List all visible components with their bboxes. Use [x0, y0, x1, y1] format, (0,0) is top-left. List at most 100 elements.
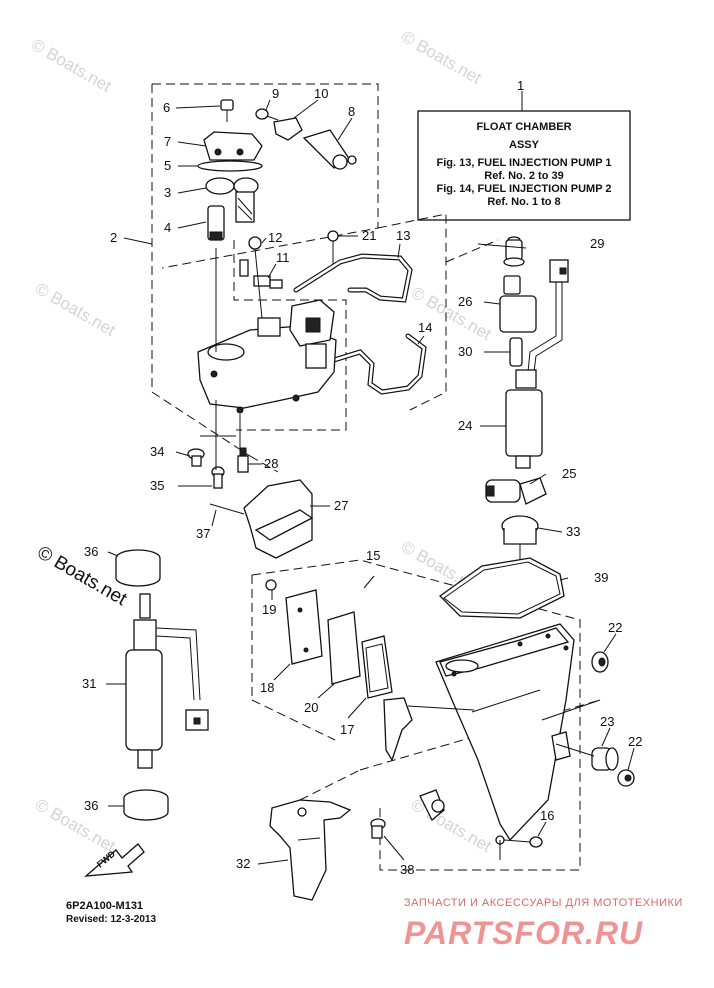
callout-22a: 22: [608, 620, 622, 635]
pump-2-parts: [438, 236, 569, 619]
screw-21: [327, 230, 339, 264]
clamp-10: [273, 117, 303, 141]
box-ref-3: Fig. 14, FUEL INJECTION PUMP 2: [436, 183, 611, 195]
callout-19: 19: [262, 602, 276, 617]
pump-24: [505, 369, 543, 469]
callout-8: 8: [348, 104, 355, 119]
callout-39: 39: [594, 570, 608, 585]
callout-36b: 36: [84, 798, 98, 813]
pump-31-parts: FWD: [84, 549, 209, 877]
callout-34: 34: [150, 444, 164, 459]
harness: [527, 259, 569, 373]
callout-18: 18: [260, 680, 274, 695]
ring-36-top: [115, 549, 161, 587]
callout-3: 3: [164, 185, 171, 200]
grommet-22-lower: [617, 769, 635, 787]
callout-21: 21: [362, 228, 376, 243]
footer: 6P2A100-M131 Revised: 12-3-2013 ЗАПЧАСТИ…: [66, 897, 683, 951]
screw-6: [220, 99, 234, 122]
box-ref-2: Ref. No. 2 to 39: [484, 170, 563, 182]
cover-27: [243, 479, 314, 559]
cover-7: [203, 131, 263, 161]
grommet-29: [503, 236, 525, 267]
screw-19: [265, 579, 277, 591]
callout-11: 11: [276, 250, 290, 265]
callout-9: 9: [272, 86, 279, 101]
lower-parts: [265, 579, 635, 901]
float-chamber-15: [383, 623, 575, 842]
callout-27: 27: [334, 498, 348, 513]
box-title-1: FLOAT CHAMBER: [476, 121, 571, 133]
damper-30: [509, 337, 523, 367]
reference-box: FLOAT CHAMBER ASSY Fig. 13, FUEL INJECTI…: [417, 91, 631, 221]
promo-logo: PARTSFOR.RU: [404, 915, 643, 951]
screw-9: [255, 108, 279, 121]
bracket-32: [269, 799, 352, 901]
holder-33: [501, 515, 539, 570]
callout-2: 2: [110, 230, 117, 245]
watermark: © Boats.net: [398, 27, 485, 88]
bolt-38: [370, 818, 386, 839]
callout-29: 29: [590, 236, 604, 251]
filter-4: [207, 205, 225, 241]
holder-11: [239, 259, 283, 289]
callout-4: 4: [164, 220, 171, 235]
watermark: © Boats.net: [32, 795, 119, 856]
callout-7: 7: [164, 134, 171, 149]
sensor-28: [237, 447, 249, 473]
callout-1: 1: [517, 78, 524, 93]
callout-10: 10: [314, 86, 328, 101]
diagram-code: 6P2A100-M131: [66, 900, 143, 912]
callout-24: 24: [458, 418, 472, 433]
bolt-34: [187, 448, 205, 467]
box-title-2: ASSY: [509, 139, 540, 151]
group-outlines: [151, 83, 601, 871]
callout-31: 31: [82, 676, 96, 691]
pin-37: [209, 503, 245, 515]
callout-38: 38: [400, 862, 414, 877]
callout-14: 14: [418, 320, 432, 335]
grommet-23: [591, 747, 619, 771]
hose-14: [331, 333, 427, 395]
revised-date: Revised: 12-3-2013: [66, 914, 156, 925]
callout-37: 37: [196, 526, 210, 541]
fwd-arrow: FWD: [84, 843, 145, 877]
callout-36a: 36: [84, 544, 98, 559]
callout-32: 32: [236, 856, 250, 871]
callouts: 1 2 3 4 5 6 7 8 9 10 11 12 13 14 15 16 1…: [82, 78, 642, 877]
callout-12: 12: [268, 230, 282, 245]
bolt-35: [211, 466, 225, 489]
watermark: © Boats.net: [32, 279, 119, 340]
promo-text: ЗАПЧАСТИ И АКСЕССУАРЫ ДЛЯ МОТОТЕХНИКИ: [404, 897, 683, 909]
callout-17: 17: [340, 722, 354, 737]
callout-22b: 22: [628, 734, 642, 749]
gasket-5: [197, 160, 263, 172]
screw-12: [248, 236, 262, 250]
callout-15: 15: [366, 548, 380, 563]
callout-6: 6: [163, 100, 170, 115]
callout-25: 25: [562, 466, 576, 481]
strainer-25: [485, 477, 547, 505]
box-ref-1: Fig. 13, FUEL INJECTION PUMP 1: [436, 157, 611, 169]
bracket-2: [197, 248, 337, 414]
gasket-20: [327, 611, 361, 685]
callout-5: 5: [164, 158, 171, 173]
watermark: © Boats.net: [28, 35, 115, 96]
clip-3: [205, 177, 259, 223]
pump-31: [125, 593, 209, 769]
callout-28: 28: [264, 456, 278, 471]
box-ref-4: Ref. No. 1 to 8: [487, 196, 560, 208]
callout-16: 16: [540, 808, 554, 823]
grommet-22-upper: [591, 651, 609, 673]
callout-30: 30: [458, 344, 472, 359]
regulator-8: [302, 129, 357, 170]
screw-16: [495, 835, 543, 848]
filter-26: [499, 275, 537, 333]
callout-13: 13: [396, 228, 410, 243]
ring-36-bottom: [123, 789, 169, 821]
gasket-39: [438, 557, 565, 619]
callout-20: 20: [304, 700, 318, 715]
leader-lines: [106, 99, 635, 865]
callout-23: 23: [600, 714, 614, 729]
